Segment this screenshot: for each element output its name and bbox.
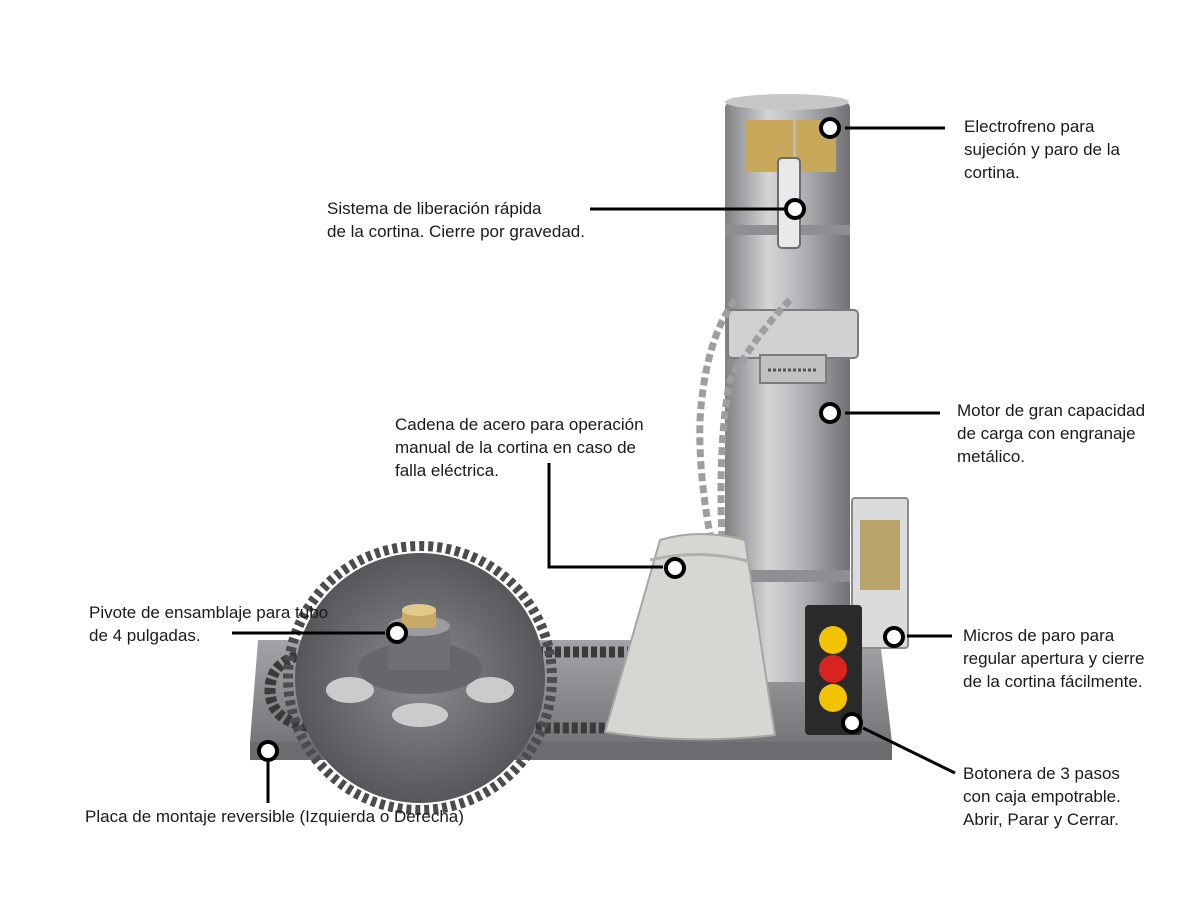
marker-micros (883, 626, 905, 648)
callout-liberacion (590, 198, 806, 220)
callout-pivote (232, 622, 408, 644)
marker-electrofreno (819, 117, 841, 139)
motor-cylinder (725, 94, 859, 682)
chain-bag (603, 533, 777, 741)
label-liberacion: Sistema de liberación rápida de la corti… (327, 199, 585, 241)
label-cadena: Cadena de acero para operación manual de… (395, 415, 644, 480)
drive-gear (283, 541, 557, 815)
marker-botonera (841, 712, 863, 734)
label-pivote: Pivote de ensamblaje para tubo de 4 pulg… (89, 603, 329, 645)
limit-switch-housing (851, 497, 909, 649)
callout-placa (257, 740, 279, 803)
marker-liberacion (784, 198, 806, 220)
manual-chain (696, 297, 793, 561)
label-electrofreno: Electrofreno para sujeción y paro de la … (964, 117, 1120, 182)
callout-botonera (841, 712, 956, 775)
label-micros: Micros de paro para regular apertura y c… (963, 626, 1145, 691)
marker-placa (257, 740, 279, 762)
control-box (805, 605, 862, 735)
callout-micros (883, 626, 952, 648)
label-botonera: Botonera de 3 pasos con caja empotrable.… (963, 764, 1121, 829)
callout-electrofreno (819, 117, 945, 139)
label-motor: Motor de gran capacidad de carga con eng… (957, 401, 1146, 466)
marker-cadena (664, 557, 686, 579)
callout-cadena (547, 463, 686, 579)
marker-motor (819, 402, 841, 424)
marker-pivote (386, 622, 408, 644)
label-placa: Placa de montaje reversible (Izquierda o… (85, 807, 464, 826)
callout-motor (819, 402, 940, 424)
